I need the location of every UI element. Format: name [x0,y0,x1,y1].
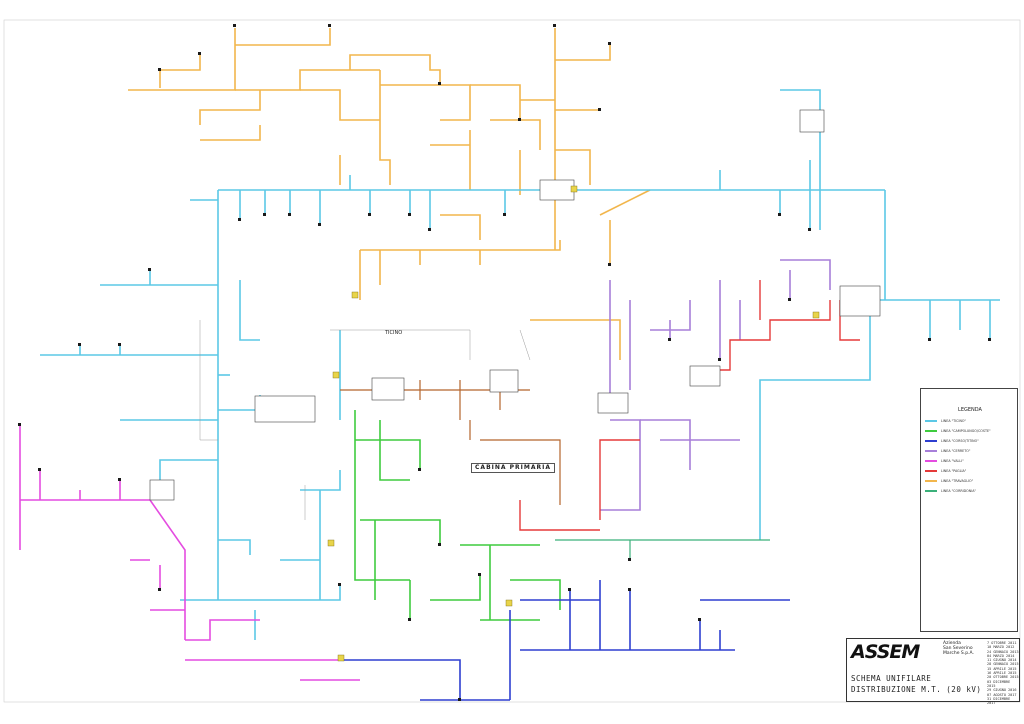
revision-entry: 28 GENNAIO 2015 [987,662,1019,667]
legend-item: LINEA "CORSO/TITINO" [925,437,1017,445]
sheet-frame [3,19,1021,703]
company-line: Azienda [943,641,961,646]
cabina-primaria-box: CABINA PRIMARIA [471,463,555,473]
cabina-primaria-label: CABINA PRIMARIA [475,464,551,471]
legend-item: LINEA "CAMPOLUNGO/COSTE" [925,427,1017,435]
ticino-line-label: TICINO [384,330,402,336]
legend-swatch [925,480,937,482]
company-line: San Severino [943,646,973,651]
revision-entry: 29 GIUGNO 2016 [987,688,1017,693]
revision-entry: 03 DICEMBRE 2015 [987,679,1011,688]
legend-swatch [925,490,937,492]
revision-entry: 04 MARZO 2014 [987,653,1015,658]
orange-line-network [128,28,651,360]
drawing-title-line2: DISTRIBUZIONE M.T. (20 kV) [851,685,982,694]
legend-item: LINEA "PAGLIA" [925,467,1017,475]
legend-item: LINEA "TRAVAGLIO" [925,477,1017,485]
drawing-title-line1: SCHEMA UNIFILARE [851,674,932,683]
company-name: Azienda San Severino Marche S.p.A. [943,641,993,656]
legend-label: LINEA "CAMPOLUNGO/COSTE" [941,429,991,433]
legend-panel: LEGENDA LINEA "TICINO" LINEA "CAMPOLUNGO… [920,388,1018,632]
title-block: ASSEM Azienda San Severino Marche S.p.A.… [846,638,1020,705]
legend-label: LINEA "TRAVAGLIO" [941,479,974,483]
blue-line-network [340,580,790,701]
company-line: Marche S.p.A. [943,651,974,656]
legend-title: LEGENDA [958,407,982,413]
legend-label: LINEA "CERRETO" [941,449,971,453]
legend-label: LINEA "VALLI" [941,459,964,463]
revision-entry: 15 APRILE 2015 [987,666,1017,671]
legend-label: LINEA "CORRIDONIA" [941,489,976,493]
legend-item: LINEA "VALLI" [925,457,1017,465]
green-line-network [354,410,561,621]
revision-entry: 24 GENNAIO 2013 [987,649,1019,654]
revision-entry: 07 AGOSTO 2017 [987,692,1017,697]
purple-line-network [600,259,831,511]
revision-list: 7 OTTOBRE 2011 10 MARZO 2012 24 GENNAIO … [987,641,1019,705]
revision-entry: 7 OTTOBRE 2011 [987,641,1017,645]
teal-line-network [555,539,770,560]
legend-label: LINEA "PAGLIA" [941,469,967,473]
revision-entry: 31 DICEMBRE 2017 [987,696,1011,706]
legend-item: LINEA "CORRIDONIA" [925,487,1017,495]
legend-swatch [925,420,937,422]
revision-entry: 11 GIUGNO 2014 [987,658,1017,663]
legend-swatch [925,450,937,452]
red-line-network [519,280,860,531]
revision-entry: 10 MARZO 2012 [987,645,1015,650]
highlighted-switches [327,185,820,662]
revision-entry: 20 OTTOBRE 2015 [987,675,1019,680]
legend-label: LINEA "CORSO/TITINO" [941,439,979,443]
drawing-title: SCHEMA UNIFILARE DISTRIBUZIONE M.T. (20 … [851,673,987,695]
legend-swatch [925,430,937,432]
legend-item: LINEA "CERRETO" [925,447,1017,455]
company-logo: ASSEM [851,641,920,663]
cabin-symbols [149,109,881,501]
legend-swatch [925,470,937,472]
revision-entry: 16 APRILE 2015 [987,671,1017,676]
legend-item: LINEA "TICINO" [925,417,1017,425]
switch-markers [18,24,991,701]
magenta-line-network [19,425,360,681]
legend-swatch [925,440,937,442]
legend-label: LINEA "TICINO" [941,419,967,423]
legend-swatch [925,460,937,462]
auxiliary-lines [199,320,531,520]
